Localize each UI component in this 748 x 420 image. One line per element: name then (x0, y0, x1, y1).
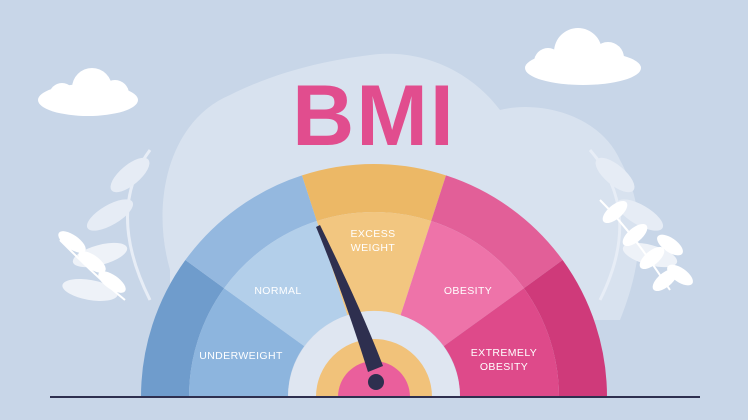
segment-normal-inner (224, 221, 348, 347)
cloud-right-icon (525, 28, 641, 85)
label-underweight: UNDERWEIGHT (199, 350, 283, 362)
segment-obesity-outer (431, 175, 563, 289)
label-extreme-line2: OBESITY (480, 361, 528, 373)
segment-underweight-inner (188, 288, 305, 397)
bmi-title: BMI (292, 68, 456, 164)
segment-normal-outer (185, 175, 317, 289)
gauge (140, 163, 608, 397)
segment-extreme-inner (443, 288, 560, 397)
segment-underweight-outer (140, 260, 225, 397)
leaf-branch-right-icon (588, 149, 693, 301)
cloud-left-icon (38, 68, 138, 116)
label-excess-line2: WEIGHT (351, 242, 396, 254)
segment-obesity-inner (400, 221, 524, 347)
label-extreme-line1: EXTREMELY (471, 347, 537, 359)
segment-extreme-outer (523, 260, 608, 397)
label-obesity: OBESITY (444, 285, 492, 297)
leaf-branch-left-icon (58, 149, 152, 301)
gauge-needle (316, 225, 384, 390)
label-normal: NORMAL (254, 285, 301, 297)
segment-excess-outer (302, 163, 446, 222)
label-excess-line1: EXCESS (351, 228, 396, 240)
